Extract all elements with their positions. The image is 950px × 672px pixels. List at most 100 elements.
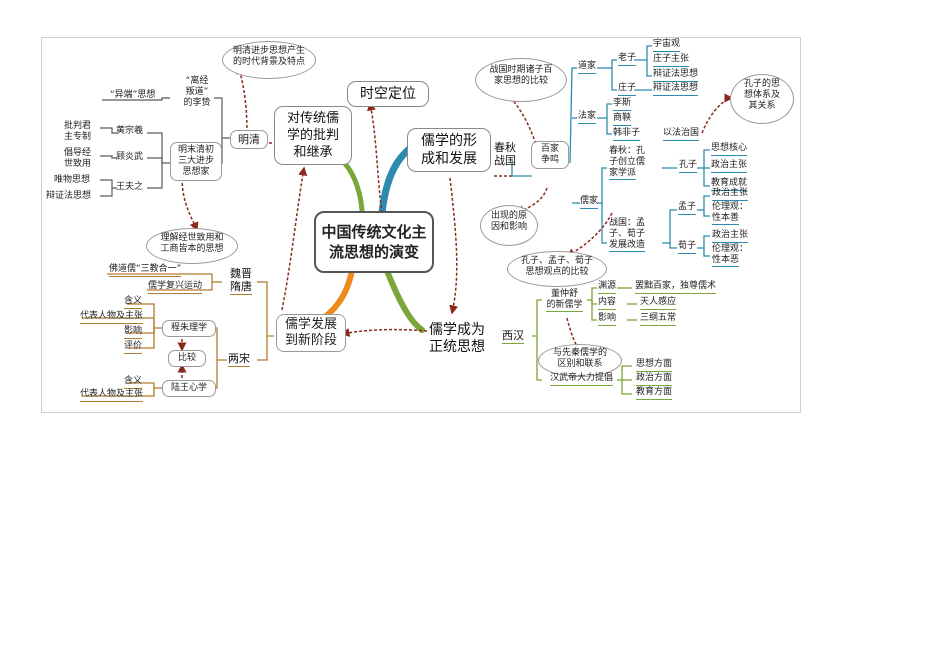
hanyi-1: 含义	[124, 296, 143, 309]
compare2-line-2: 思想观点的比较	[525, 267, 589, 277]
li-zhi: “离经 叛道” 的李贽	[177, 76, 217, 109]
daibiao-2: 代表人物及主张	[80, 389, 144, 402]
time-space-node: 时空定位	[347, 81, 429, 107]
baijia-zhengming-node: 百家 争鸣	[531, 141, 569, 169]
formation-line-2: 成和发展	[421, 151, 477, 167]
zhanguo-line-1: 战国：孟	[609, 218, 646, 228]
sixiang-fangmian: 思想方面	[636, 359, 673, 372]
zhanguo-mengxun: 战国：孟 子、荀子 发展改造	[609, 218, 646, 252]
pipan-line-2: 主专制	[64, 132, 92, 142]
pipan-junzhu: 批判君 主专制	[64, 121, 91, 143]
yuzhou-guan: 宇宙观	[653, 39, 681, 52]
chunqiu-kz-line-2: 子创立儒	[609, 157, 646, 167]
critique-line-2: 学的批判	[286, 128, 339, 143]
critique-node: 对传统儒 学的批判 和继承	[274, 106, 352, 165]
bianzheng-2: 辩证法思想	[653, 83, 699, 96]
kongzi-system-line-1: 孔子的思	[743, 79, 780, 89]
baijia-line-1: 百家	[540, 144, 559, 154]
changdao-line-1: 倡导经	[64, 148, 92, 158]
huang-zongxi: 黄宗羲	[116, 126, 144, 136]
mingqing-node: 明清	[230, 130, 268, 149]
jiaoyu-chengjiu: 教育成就	[711, 178, 748, 191]
lunli-xunzi: 伦理观： 性本恶	[712, 244, 748, 267]
liangsong: 两宋	[228, 352, 250, 367]
bachu-baijia: 罢黜百家，独尊儒术	[635, 281, 717, 294]
neirong: 内容	[598, 297, 617, 310]
yifa-zhiguo: 以法治国	[663, 128, 700, 141]
orthodox-node: 儒学成为 正统思想	[422, 322, 492, 356]
zhengzhi-zhuzhang-2: 政治主张	[712, 188, 749, 201]
lunli-xz-line-2: 性本恶	[712, 255, 740, 267]
compare-line-1: 战国时期诸子百	[489, 65, 553, 75]
sanda-thinkers: 明末清初 三大进步 思想家	[170, 142, 222, 181]
chunqiu-kz-line-1: 春秋：孔	[609, 146, 646, 156]
center-line-1: 中国传统文化主	[321, 223, 427, 241]
tianren-ganying: 天人感应	[640, 297, 677, 310]
luwang-xinxue: 陆王心学	[162, 380, 216, 397]
xianqin-line-2: 区别和联系	[557, 359, 603, 369]
compare2-line-1: 孔子、孟子、荀子	[520, 256, 593, 266]
chunqiu-line-2: 战国	[494, 154, 516, 167]
critique-line-3: 和继承	[293, 145, 333, 160]
fuxing-yundong: 儒学复兴运动	[148, 281, 203, 294]
changdao-line-2: 世致用	[64, 159, 92, 169]
orthodox-line-2: 正统思想	[429, 339, 485, 355]
sanjiao-heyi: 佛道儒“三教合一”	[109, 264, 182, 277]
luwang-label: 陆王心学	[170, 383, 207, 393]
center-topic: 中国传统文化主 流思想的演变	[314, 211, 434, 273]
dong-line-2: 的新儒学	[546, 300, 583, 312]
chunqiu-kongzi: 春秋：孔 子创立儒 家学派	[609, 146, 646, 180]
formation-line-1: 儒学的形	[421, 133, 477, 149]
zhuangzi: 庄子	[618, 83, 637, 96]
zhengzhi-fangmian: 政治方面	[636, 373, 673, 386]
chengzhu-label: 程朱理学	[170, 323, 207, 333]
lunli-mengzi: 伦理观： 性本善	[712, 202, 748, 225]
schools-compare-cloud: 战国时期诸子百 家思想的比较	[475, 58, 567, 102]
lisi: 李斯	[613, 98, 632, 111]
xihan: 西汉	[502, 329, 524, 344]
jingshi-line-1: 理解经世致用和	[160, 233, 224, 243]
pingjia: 评价	[124, 341, 143, 354]
sanda-line-3: 思想家	[182, 167, 210, 177]
pipan-line-1: 批判君	[64, 121, 92, 131]
mingqing-label: 明清	[238, 133, 260, 146]
rujia: 儒家	[580, 196, 599, 209]
yuanyuan: 渊源	[598, 281, 617, 294]
wang-fuzhi: 王夫之	[116, 182, 144, 192]
baijia-line-2: 争鸣	[540, 155, 559, 165]
lunli-mz-line-2: 性本善	[712, 213, 740, 225]
hanyi-2: 含义	[124, 376, 143, 389]
lizhi-line-2: 叛道”	[185, 87, 209, 97]
bianzheng-sixiang: 辩证法思想	[46, 191, 92, 201]
thinkers-compare-cloud: 孔子、孟子、荀子 思想观点的比较	[507, 251, 607, 287]
daibiao-1: 代表人物及主张	[80, 311, 144, 324]
zhanguo-line-2: 子、荀子	[609, 229, 646, 239]
origin-cloud: 出现的原 因和影响	[480, 205, 538, 246]
zhengzhi-zhuzhang-3: 政治主张	[712, 230, 749, 243]
xunzi: 荀子	[678, 241, 697, 254]
origin-line-2: 因和影响	[490, 222, 527, 232]
shangyang: 商鞅	[613, 113, 632, 126]
chengzhu-lixue: 程朱理学	[162, 320, 216, 337]
laozi: 老子	[618, 53, 637, 66]
kongzi-system-cloud: 孔子的思 想体系及 其关系	[730, 74, 794, 124]
hanfeizi: 韩非子	[613, 128, 641, 141]
formation-node: 儒学的形 成和发展	[407, 128, 491, 172]
sangang-wuchang: 三纲五常	[640, 313, 677, 326]
center-line-2: 流思想的演变	[328, 243, 419, 261]
compare-line-2: 家思想的比较	[493, 76, 548, 86]
sanda-line-1: 明末清初	[177, 145, 214, 155]
origin-line-1: 出现的原	[490, 211, 527, 221]
jingshi-line-2: 工商皆本的思想	[160, 244, 224, 254]
background-line-1: 明清进步思想产生	[232, 46, 305, 56]
zhanguo-line-3: 发展改造	[609, 240, 646, 252]
jiaoyu-fangmian: 教育方面	[636, 387, 673, 400]
chunqiu-line-1: 春秋	[494, 141, 516, 154]
chunqiu-kz-line-3: 家学派	[609, 168, 637, 180]
bianzheng-1: 辩证法思想	[653, 69, 699, 82]
compare-box: 比较	[168, 350, 206, 367]
xianqin-line-1: 与先秦儒学的	[552, 348, 607, 358]
new-stage-node: 儒学发展 到新阶段	[276, 314, 346, 352]
orthodox-line-1: 儒学成为	[429, 322, 485, 338]
weijin-line-2: 隋唐	[230, 280, 252, 295]
